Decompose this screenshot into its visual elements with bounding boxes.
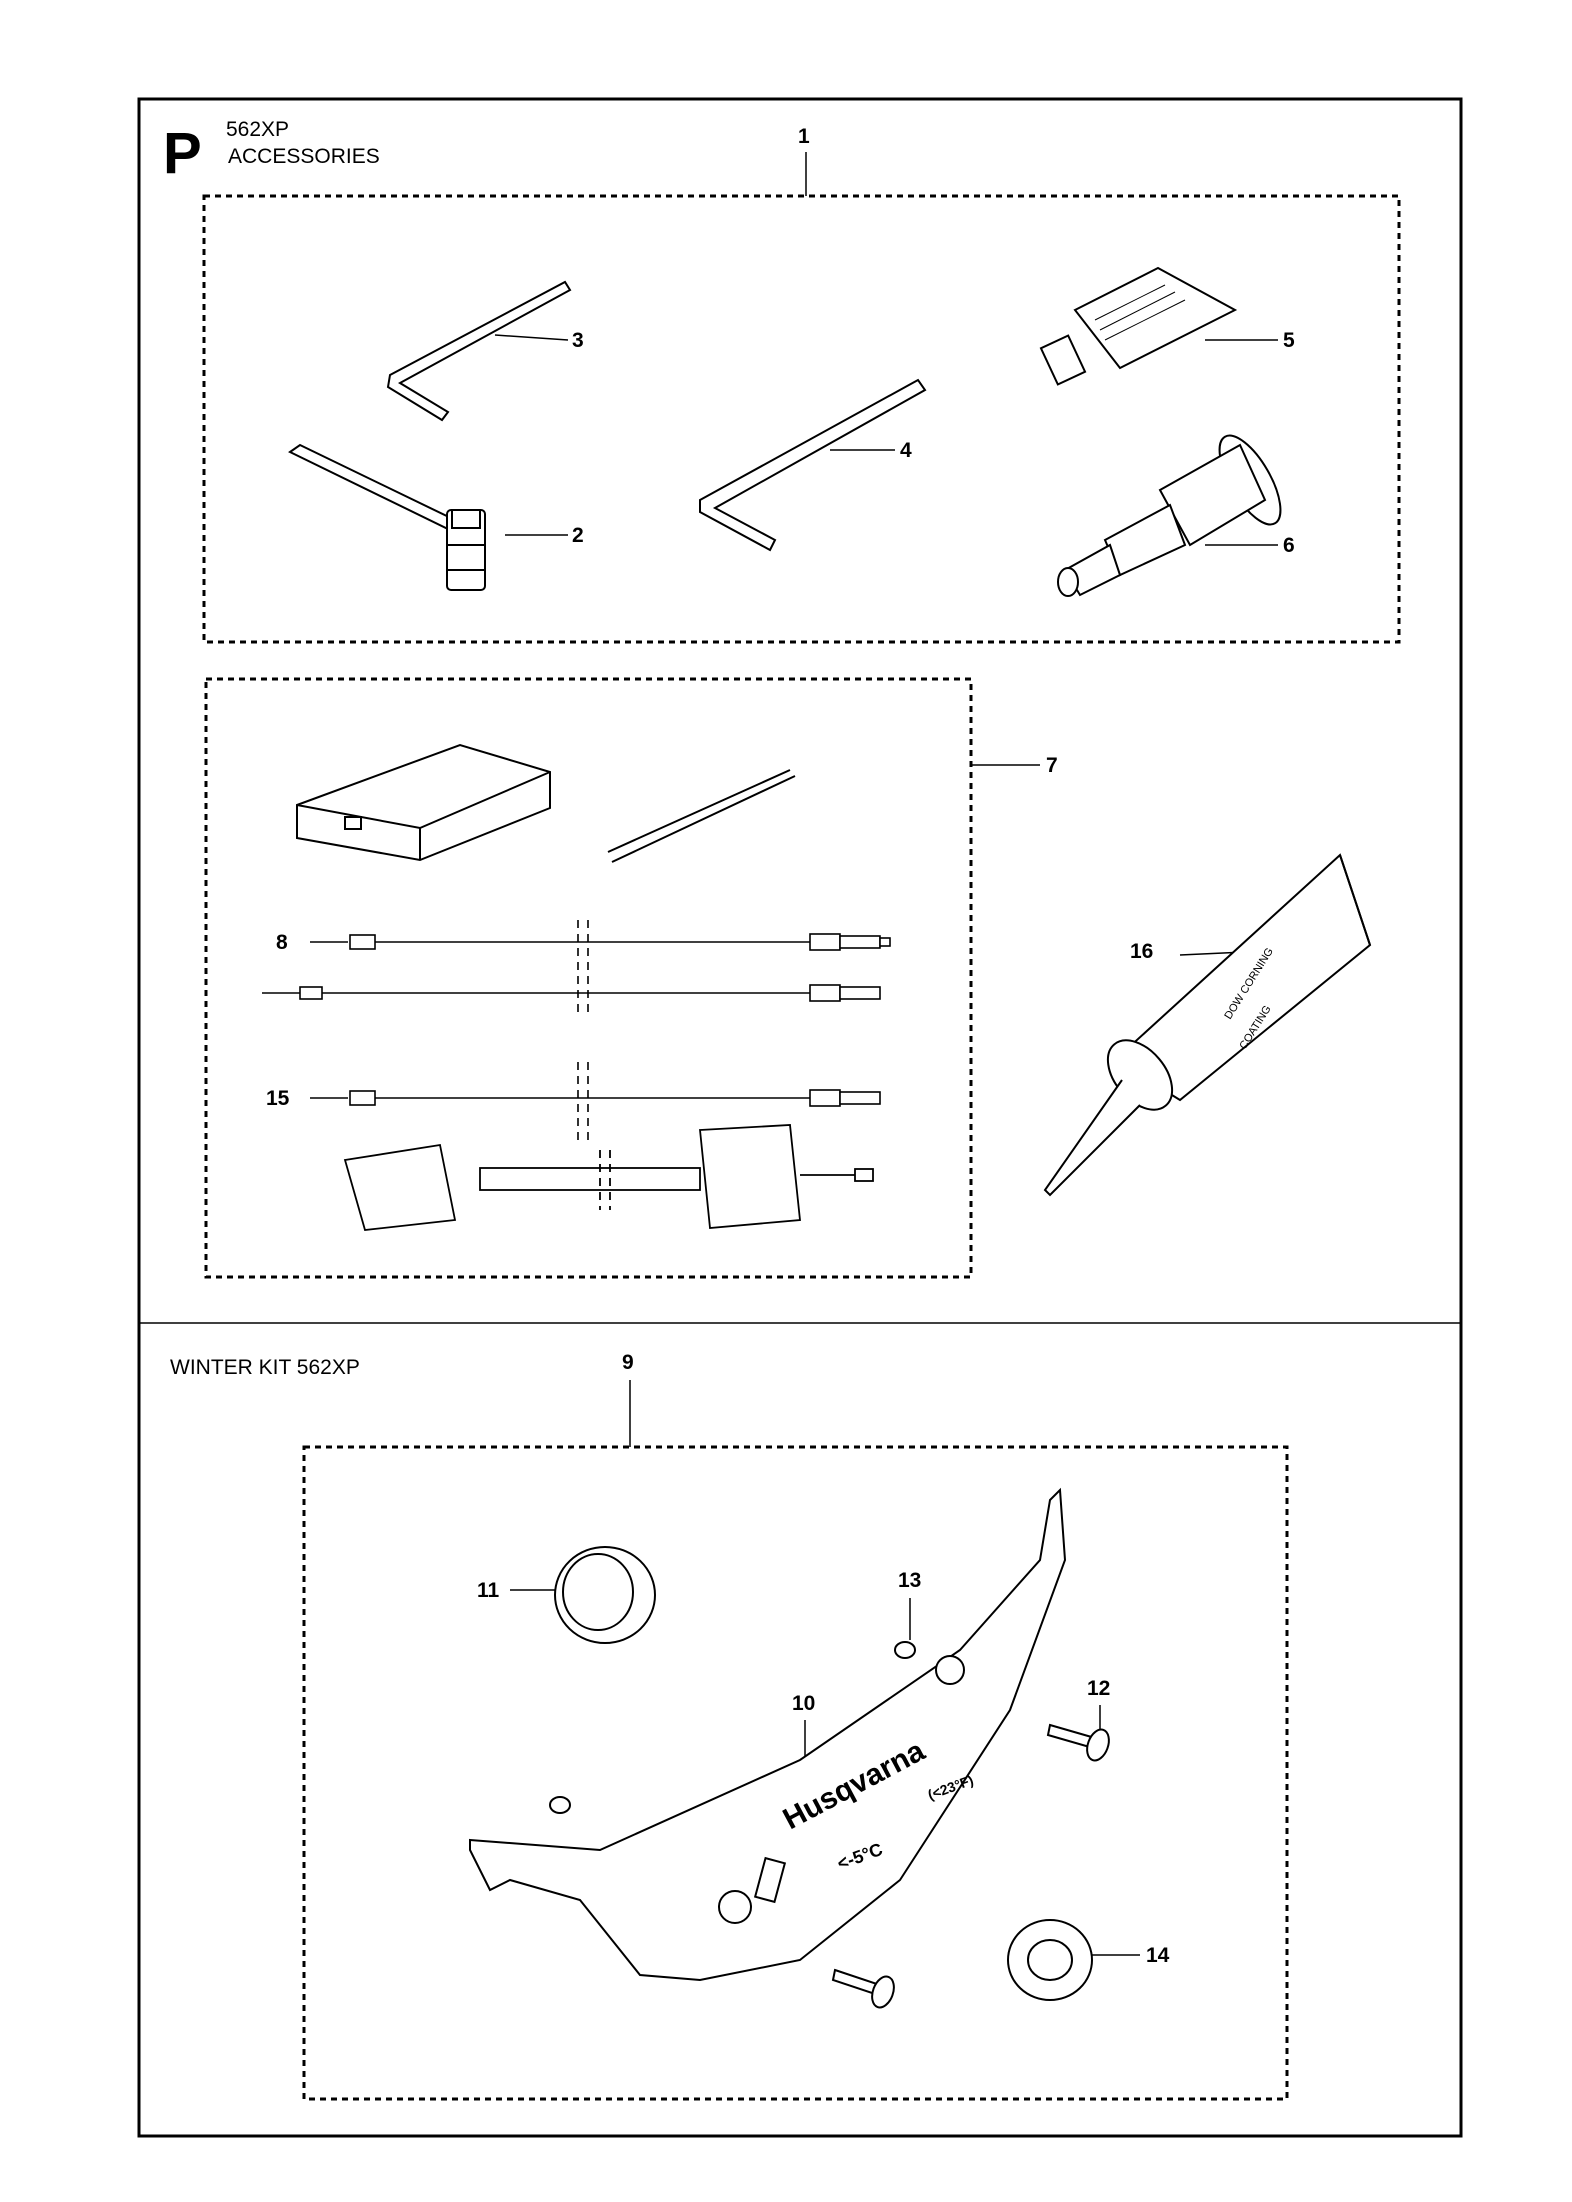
cover-plug-icon	[554, 1546, 656, 1644]
group-box-1	[202, 194, 1401, 644]
callout-15: 15	[266, 1087, 290, 1110]
callout-11: 11	[477, 1579, 500, 1602]
sealant-tube-icon	[1043, 853, 1372, 1197]
callout-12: 12	[1087, 1677, 1111, 1700]
screw-icon	[831, 1723, 1110, 2009]
callout-6: 6	[1283, 534, 1295, 557]
section-letter: P	[163, 121, 202, 186]
section-title: ACCESSORIES	[228, 145, 380, 168]
callout-14: 14	[1146, 1944, 1170, 1967]
controller-box-icon	[296, 743, 551, 862]
grommet-icon	[1007, 1919, 1093, 2001]
cable-icon	[349, 1062, 881, 1140]
cable-icon	[262, 920, 891, 1015]
o-ring-icon	[549, 1641, 916, 1814]
model-title: 562XP	[226, 118, 290, 141]
callout-5: 5	[1283, 329, 1295, 352]
callout-9: 9	[622, 1351, 634, 1374]
group-box-9	[302, 1445, 1289, 2101]
callout-13: 13	[898, 1569, 922, 1592]
winter-kit-title: WINTER KIT 562XP	[170, 1356, 360, 1379]
page-frame	[137, 97, 1463, 2138]
callout-16: 16	[1130, 940, 1154, 963]
callout-3: 3	[572, 329, 584, 352]
hex-key-large-icon	[699, 378, 927, 552]
callout-2: 2	[572, 524, 584, 547]
wiring-harness-icon	[343, 1124, 874, 1231]
grease-tube-icon	[1039, 266, 1238, 386]
callout-4: 4	[900, 439, 912, 462]
callout-1: 1	[798, 125, 810, 148]
callout-8: 8	[276, 931, 288, 954]
spark-plug-wrench-icon	[288, 443, 486, 591]
bearing-tool-icon	[1057, 434, 1282, 597]
callout-10: 10	[792, 1692, 816, 1715]
hex-key-small-icon	[386, 280, 572, 422]
tweezers-icon	[607, 769, 796, 863]
winter-cover-plate-icon	[469, 1487, 1067, 1982]
callout-7: 7	[1046, 754, 1058, 777]
